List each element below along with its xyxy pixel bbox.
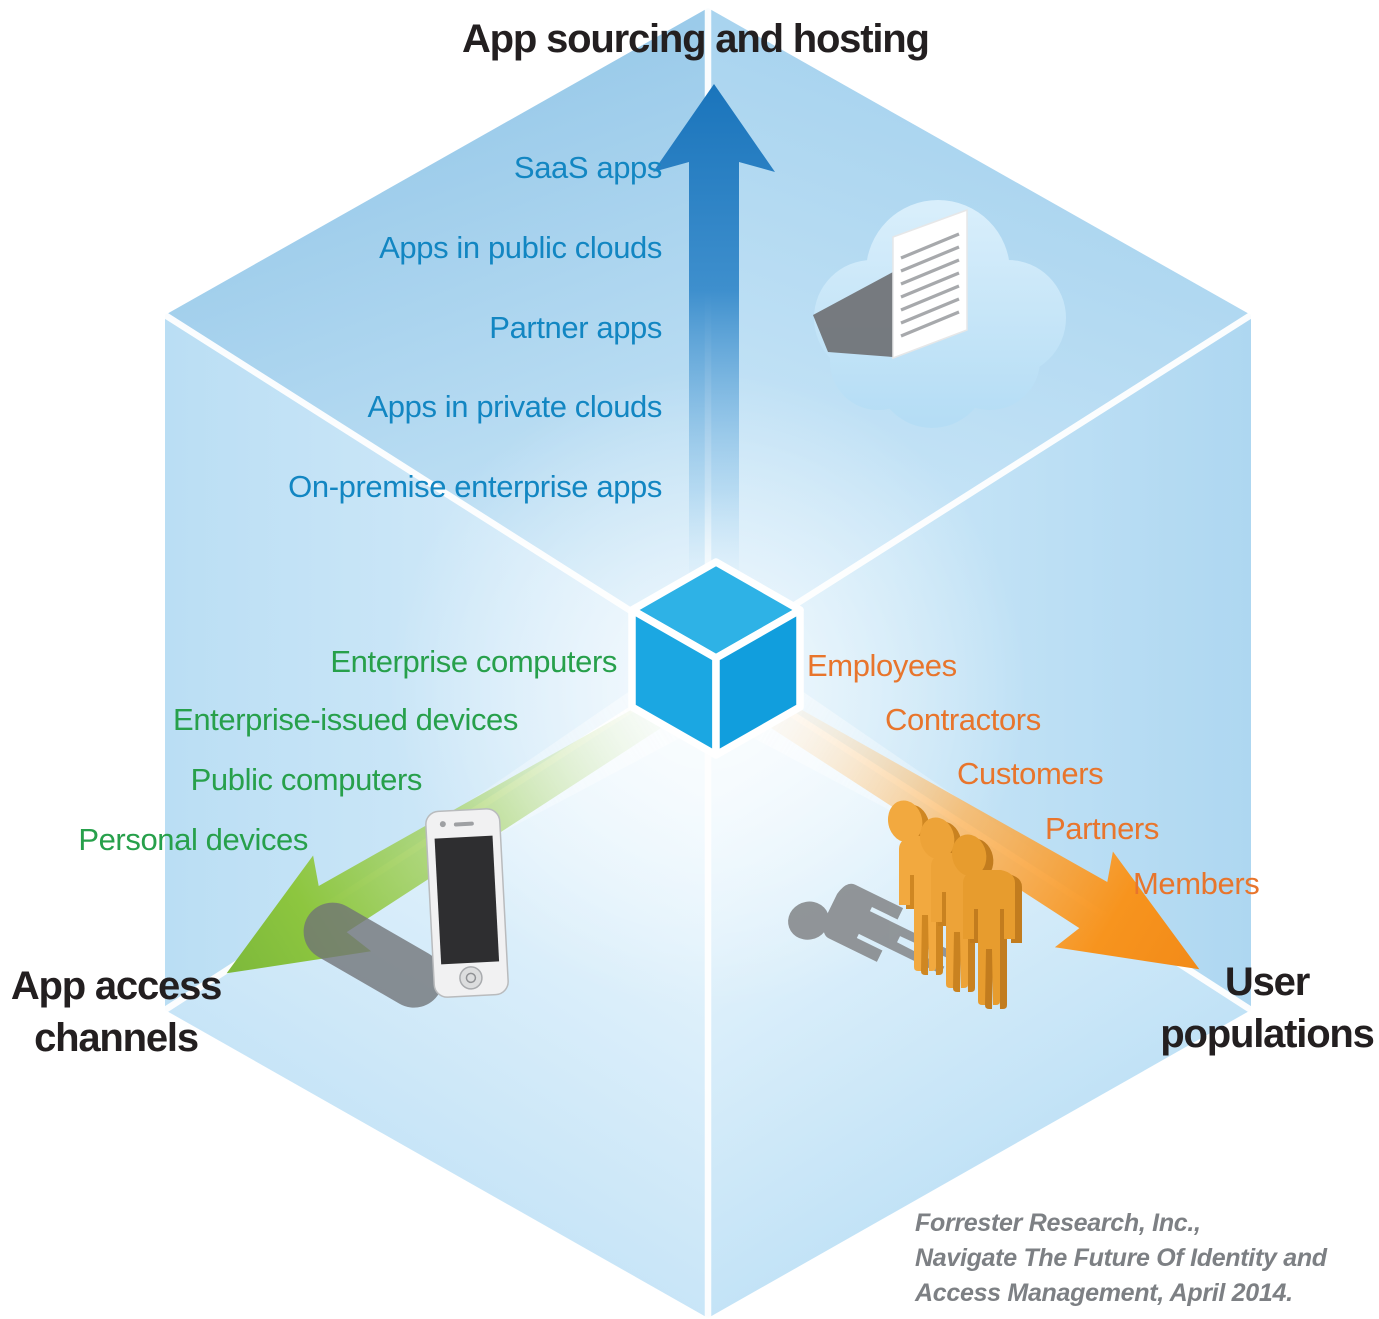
smartphone-icon	[425, 808, 509, 998]
population-item: Employees	[807, 648, 957, 683]
document-icon	[892, 208, 968, 360]
source-citation: Forrester Research, Inc., Navigate The F…	[915, 1206, 1327, 1311]
sourcing-item: Partner apps	[489, 310, 662, 345]
access-item: Enterprise computers	[330, 644, 617, 679]
smartphone-shadow	[303, 902, 444, 1008]
population-item: Contractors	[885, 702, 1041, 737]
source-citation-line: Navigate The Future Of Identity and	[915, 1244, 1327, 1272]
user-group-icon	[887, 800, 1022, 1009]
access-item: Personal devices	[78, 822, 308, 857]
population-item: Customers	[957, 756, 1104, 791]
axis-title-line: App access	[10, 964, 223, 1008]
user-populations-arrow	[758, 694, 1200, 970]
population-item: Members	[1133, 866, 1260, 901]
cloud-document-icon	[813, 200, 1066, 428]
axis-title-line: populations	[1160, 1012, 1375, 1056]
source-citation-line: Access Management, April 2014.	[915, 1279, 1293, 1307]
sourcing-item: On-premise enterprise apps	[288, 469, 662, 504]
cube-icon	[628, 558, 804, 759]
axis-title-user-populations: User populations	[1155, 956, 1379, 1060]
access-item: Enterprise-issued devices	[173, 702, 518, 737]
document-shadow	[813, 272, 893, 357]
population-item: Partners	[1045, 811, 1159, 846]
access-item: Public computers	[190, 762, 423, 797]
sourcing-item: Apps in public clouds	[379, 230, 662, 265]
source-citation-line: Forrester Research, Inc.,	[915, 1209, 1201, 1237]
sourcing-item: SaaS apps	[513, 150, 662, 185]
sourcing-item: Apps in private clouds	[367, 389, 663, 424]
person-shadow-icon	[788, 883, 951, 973]
axis-title-line: User	[1224, 960, 1310, 1004]
axis-title-app-access: App access channels	[0, 960, 232, 1064]
app-sourcing-arrow	[653, 84, 775, 585]
axis-title-app-sourcing: App sourcing and hosting	[462, 17, 930, 61]
axis-title-line: channels	[34, 1016, 199, 1060]
